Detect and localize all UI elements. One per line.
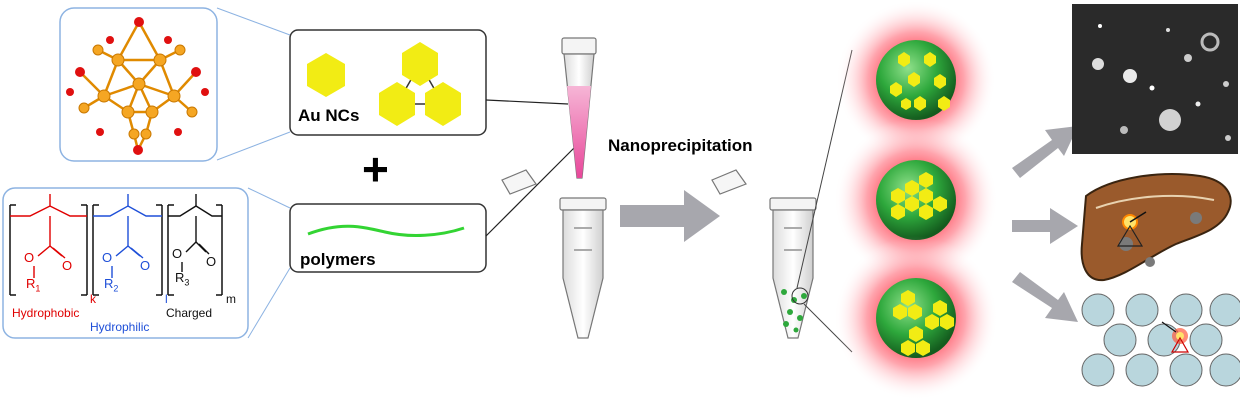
zoom-connectors (216, 7, 291, 339)
hexagon-single (307, 53, 345, 97)
r1-label: R1 (26, 276, 41, 294)
cell-layer (1081, 293, 1240, 387)
arrow-to-liver (1012, 208, 1078, 244)
hydrophobic-label: Hydrophobic (12, 306, 80, 320)
oxygen-label-3: O (102, 250, 113, 265)
step-label: Nanoprecipitation (608, 136, 753, 155)
hydrophobic-unit (10, 194, 87, 278)
backbone (9, 204, 223, 296)
polymers-panel (289, 203, 487, 273)
au-ncs-label: Au NCs (298, 106, 360, 125)
fluorescence-image (1072, 4, 1238, 154)
np-with-dense-ncs (834, 118, 998, 282)
gold-atoms (78, 44, 198, 140)
oxygen-label-1: O (24, 250, 35, 265)
liver-illustration (1080, 173, 1232, 282)
charged-label: Charged (166, 306, 213, 320)
tube-after (711, 169, 817, 339)
pipette-tip (561, 37, 597, 179)
process-arrow (620, 190, 720, 242)
np-with-separate-ncs (836, 0, 996, 160)
np-with-trimer-ncs (834, 236, 998, 400)
l-label: l (165, 292, 168, 306)
arrow-to-cells (1012, 272, 1078, 322)
oxygen-label-4: O (140, 258, 151, 273)
hydrophilic-label: Hydrophilic (90, 320, 150, 334)
cluster-structure-panel (59, 7, 218, 162)
polymer-structure-panel (2, 187, 249, 339)
charged-unit (168, 194, 222, 272)
oxygen-label-5: O (172, 246, 183, 261)
plus-sign: + (362, 143, 389, 195)
feed-lines (485, 99, 581, 237)
ligand-atoms (66, 17, 209, 155)
cell-uptake-marker (1161, 321, 1190, 353)
zoom-circle (791, 287, 809, 305)
r2-label: R2 (104, 276, 119, 294)
tube-before (501, 169, 607, 339)
au-ncs-panel (289, 29, 487, 136)
hexagon-trimer (379, 42, 461, 126)
k-label: k (90, 292, 96, 306)
tube-particles (781, 289, 807, 333)
hydrophilic-unit (93, 194, 162, 278)
m-label: m (226, 292, 236, 306)
application-arrows (1012, 126, 1078, 322)
r3-label: R3 (175, 270, 190, 288)
polymer-chain (307, 224, 465, 237)
oxygen-label-6: O (206, 254, 217, 269)
arrow-to-imaging (1012, 126, 1078, 178)
oxygen-label-2: O (62, 258, 73, 273)
polymers-label: polymers (300, 250, 376, 269)
